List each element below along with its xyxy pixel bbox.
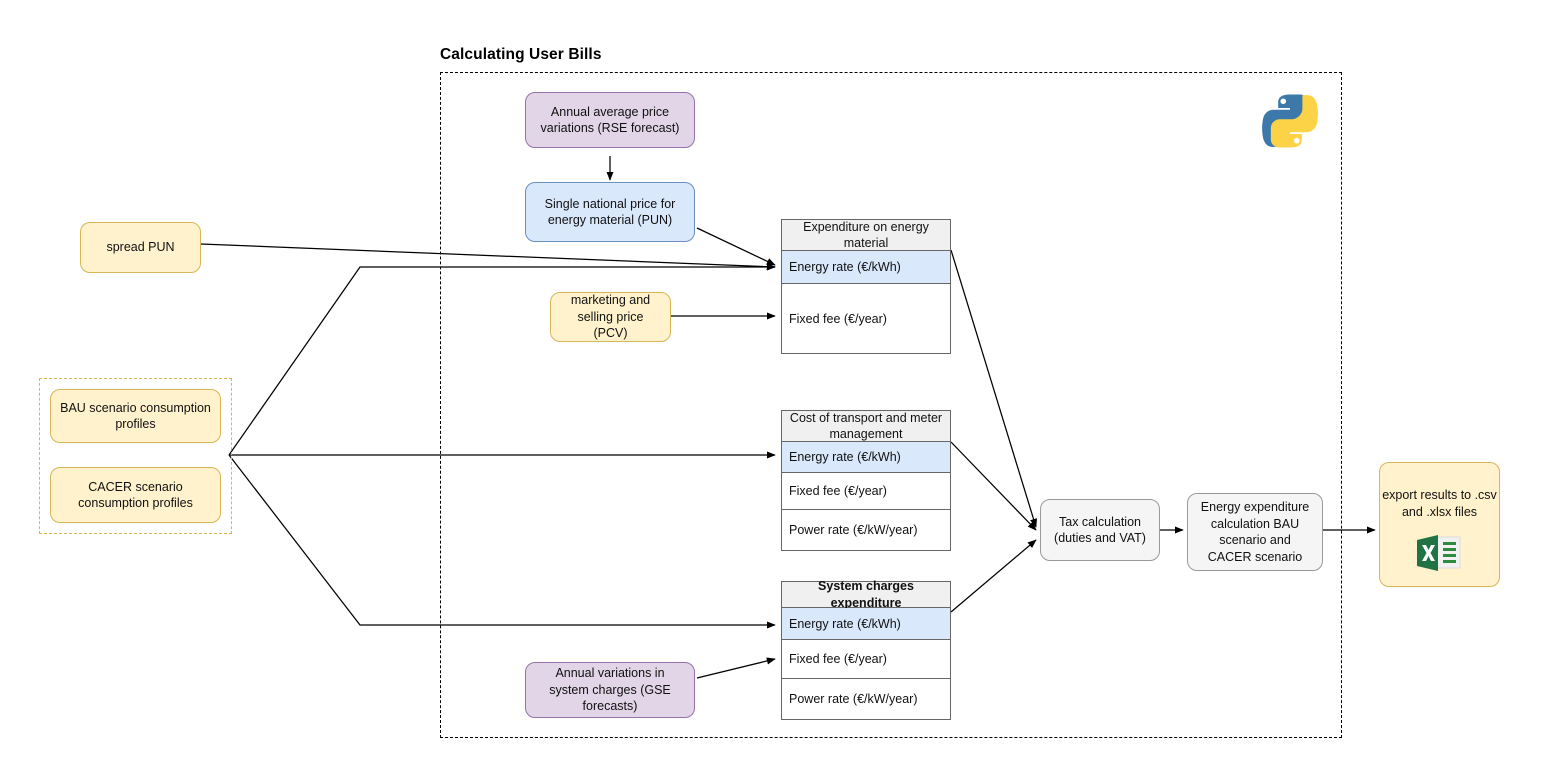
table-cost-transport-meter: Cost of transport and meter management E…	[781, 410, 951, 551]
table-expenditure-energy-material: Expenditure on energy material Energy ra…	[781, 219, 951, 354]
table-row[interactable]: Energy rate (€/kWh)	[782, 608, 950, 640]
table-row[interactable]: Fixed fee (€/year)	[782, 284, 950, 353]
input-bau-profiles-label: BAU scenario consumption profiles	[60, 400, 211, 432]
input-pcv-label: marketing and selling price (PCV)	[570, 293, 651, 341]
input-cacer-profiles-label: CACER scenario consumption profiles	[78, 479, 193, 511]
input-spread-pun[interactable]: spread PUN	[80, 222, 201, 273]
consumption-profiles-group	[39, 378, 232, 534]
table-header: Expenditure on energy material	[782, 220, 950, 251]
output-export-results-label: export results to .csv and .xlsx files	[1382, 488, 1497, 519]
python-logo-icon	[1259, 90, 1321, 152]
process-energy-expenditure-calculation[interactable]: Energy expenditure calculation BAU scena…	[1187, 493, 1323, 571]
input-gse-forecast[interactable]: Annual variations in system charges (GSE…	[525, 662, 695, 718]
table-row[interactable]: Energy rate (€/kWh)	[782, 251, 950, 284]
table-header: System charges expenditure	[782, 579, 950, 610]
table-system-charges-expenditure: System charges expenditure Energy rate (…	[781, 579, 951, 720]
input-pun[interactable]: Single national price for energy materia…	[525, 182, 695, 242]
excel-file-icon	[1415, 533, 1463, 573]
process-tax-calculation[interactable]: Tax calculation (duties and VAT)	[1040, 499, 1160, 561]
input-bau-profiles[interactable]: BAU scenario consumption profiles	[50, 389, 221, 443]
calculating-user-bills-container	[440, 72, 1342, 738]
process-tax-calculation-label: Tax calculation (duties and VAT)	[1054, 514, 1146, 546]
input-rse-forecast-label: Annual average price variations (RSE for…	[540, 104, 680, 136]
output-export-results[interactable]: export results to .csv and .xlsx files	[1379, 462, 1500, 587]
table-header: Cost of transport and meter management	[782, 411, 950, 442]
table-row[interactable]: Fixed fee (€/year)	[782, 640, 950, 679]
process-energy-expenditure-label: Energy expenditure calculation BAU scena…	[1200, 500, 1310, 564]
input-pcv[interactable]: marketing and selling price (PCV)	[550, 292, 671, 342]
table-row[interactable]: Power rate (€/kW/year)	[782, 510, 950, 550]
table-row[interactable]: Power rate (€/kW/year)	[782, 679, 950, 719]
input-gse-forecast-label: Annual variations in system charges (GSE…	[549, 666, 671, 714]
input-rse-forecast[interactable]: Annual average price variations (RSE for…	[525, 92, 695, 148]
input-pun-label: Single national price for energy materia…	[544, 196, 676, 228]
input-cacer-profiles[interactable]: CACER scenario consumption profiles	[50, 467, 221, 523]
input-spread-pun-label: spread PUN	[106, 240, 175, 255]
table-row[interactable]: Fixed fee (€/year)	[782, 473, 950, 510]
table-row[interactable]: Energy rate (€/kWh)	[782, 442, 950, 473]
page-title: Calculating User Bills	[440, 46, 602, 63]
